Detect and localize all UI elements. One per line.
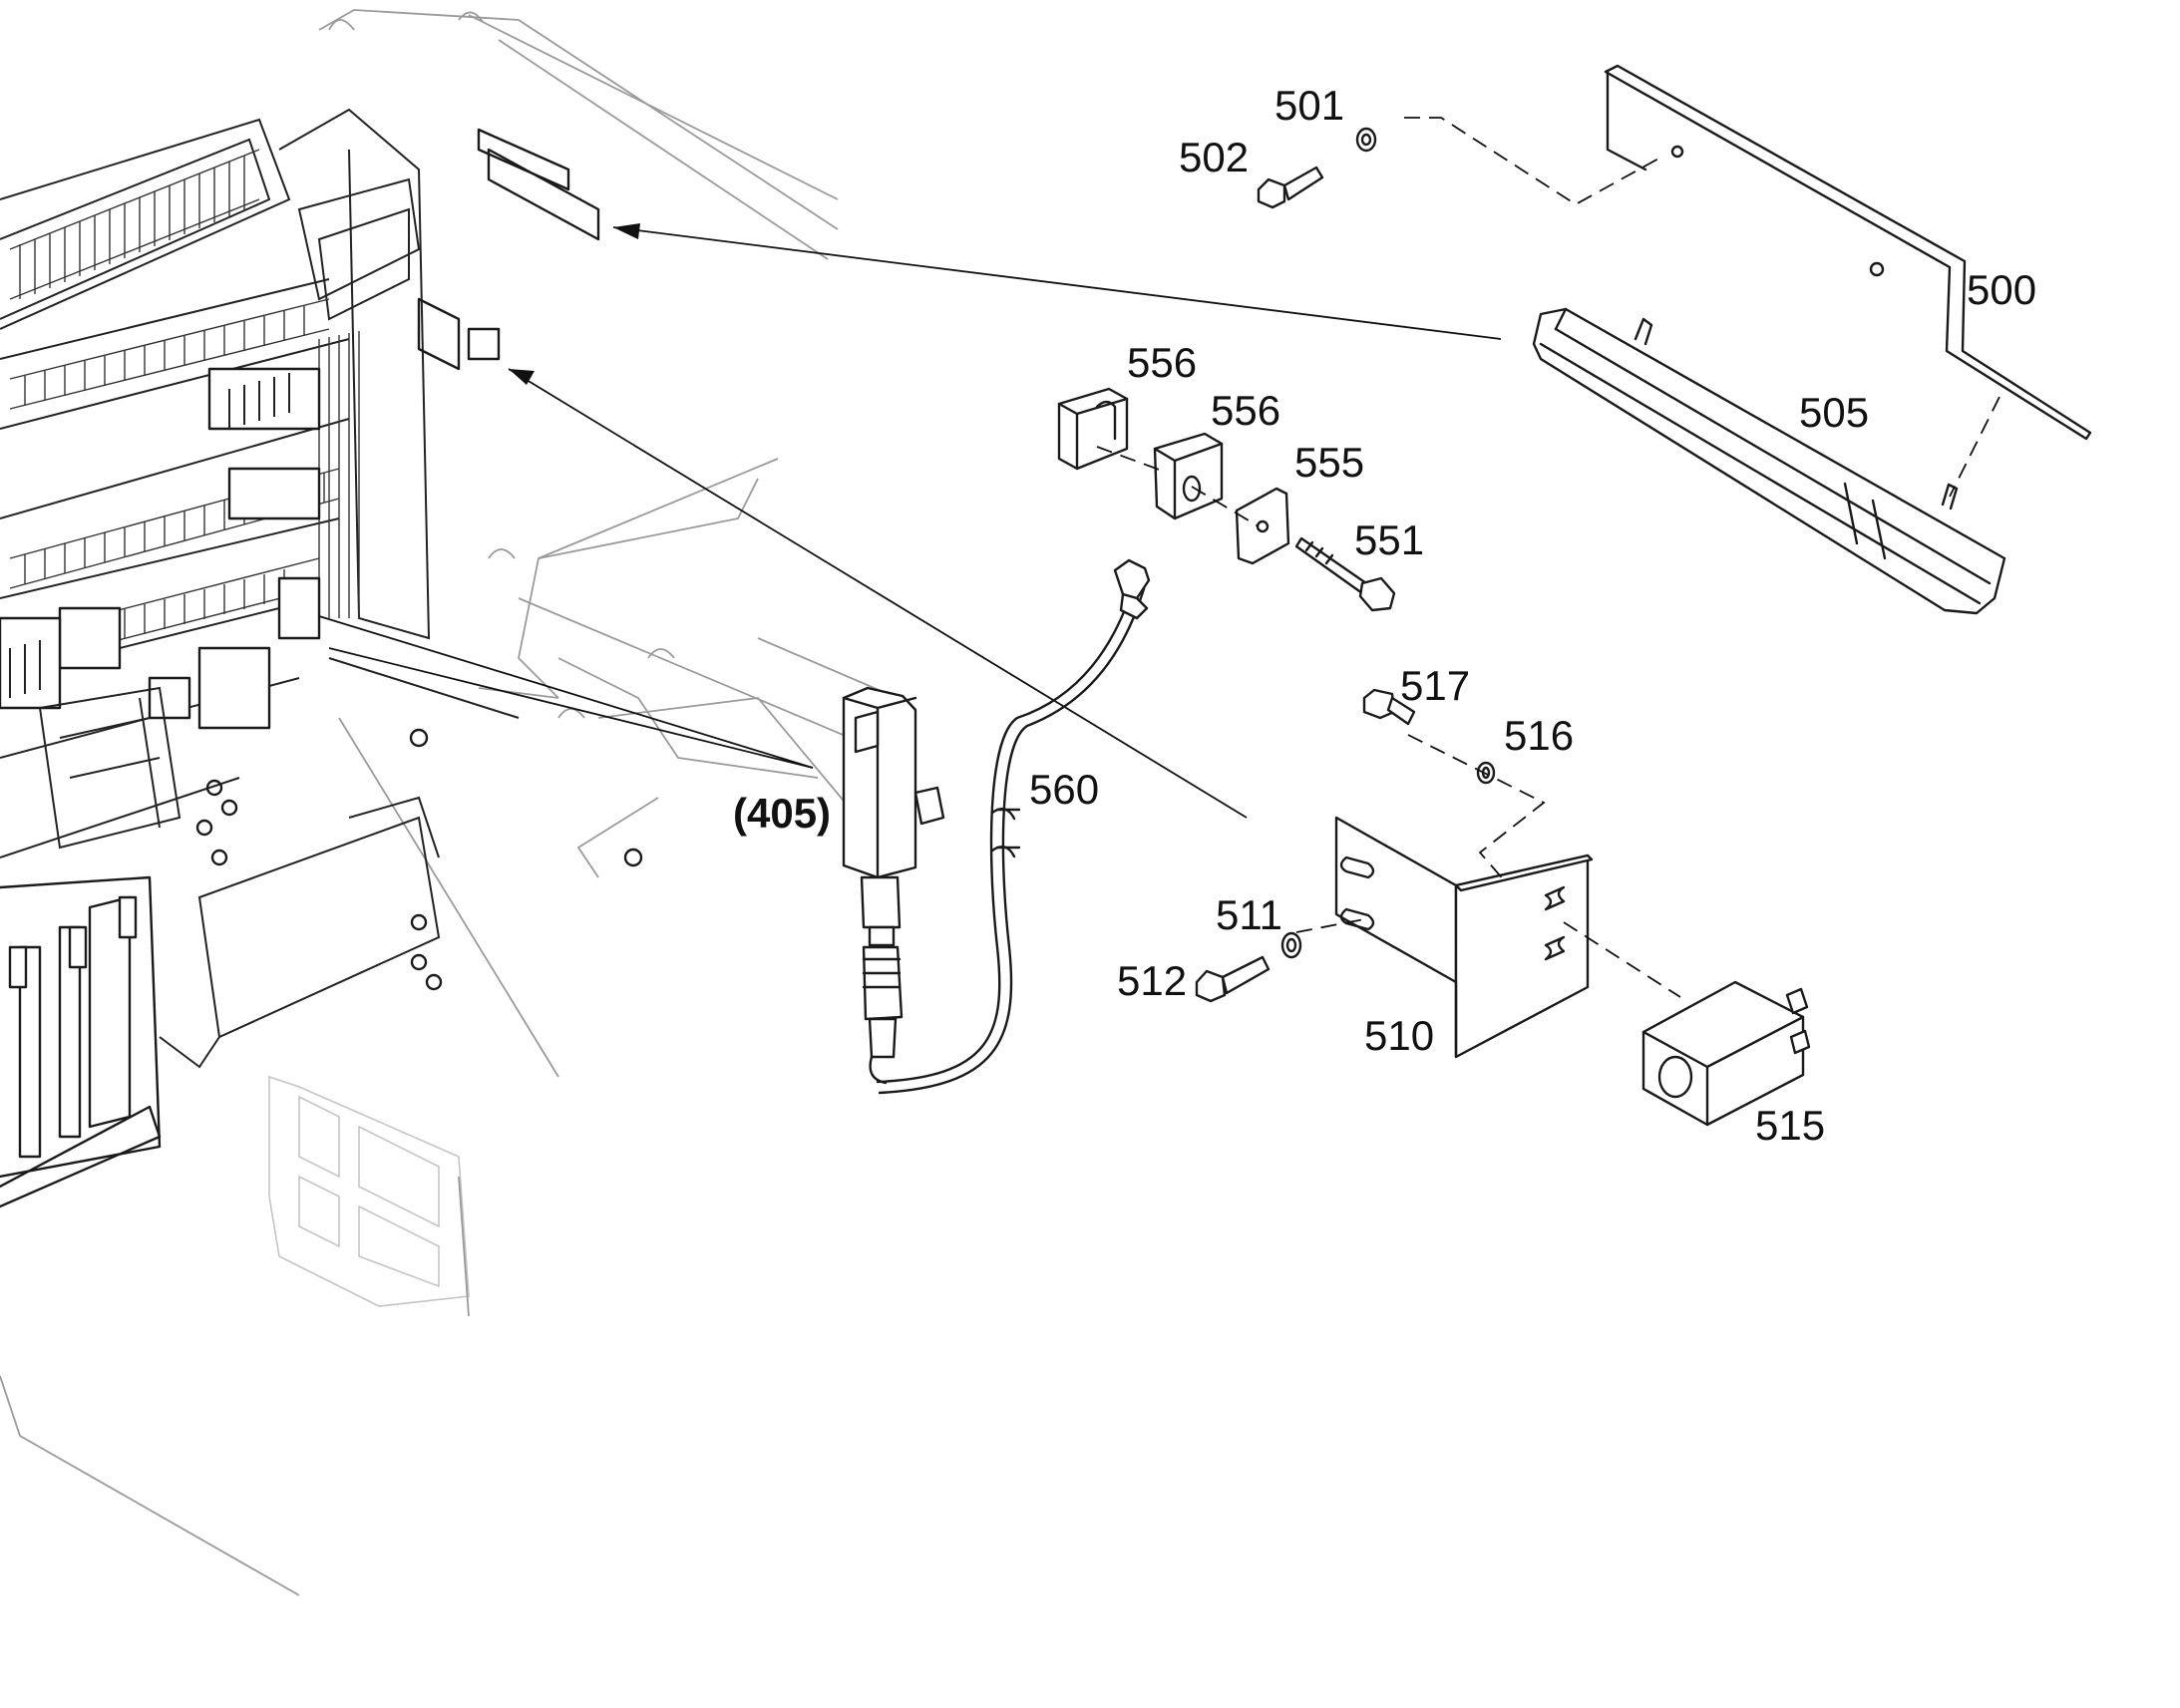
terminal-blocks	[0, 367, 321, 730]
callout-556-lower: 556	[1211, 387, 1280, 434]
callout-505: 505	[1799, 389, 1869, 436]
part-502-screw	[1257, 166, 1324, 209]
callout-501: 501	[1274, 82, 1344, 129]
callout-560: 560	[1029, 766, 1099, 813]
control-cabinet-assembly	[0, 9, 899, 1596]
part-517-screw	[1362, 688, 1416, 726]
part-516-washer	[1476, 761, 1496, 785]
callout-405: (405)	[733, 790, 831, 837]
part-551-bolt	[1294, 536, 1396, 612]
part-511-washer	[1280, 931, 1302, 959]
part-560-cable	[876, 558, 1151, 1095]
cable-duct-hatching	[9, 149, 360, 669]
part-500-mounting-plate	[1604, 64, 2092, 441]
transformer	[0, 875, 162, 1208]
callout-labels: 500 501 502 505 510 511 512 515 516 517 …	[733, 82, 2036, 1149]
part-556-clamp-block-a	[1057, 387, 1129, 471]
callout-500: 500	[1967, 266, 2036, 313]
part-512-screw	[1195, 955, 1271, 1003]
callout-516: 516	[1504, 712, 1574, 759]
leader-lines	[318, 223, 1502, 819]
part-556-clamp-block-b	[1153, 432, 1224, 520]
part-515-switch	[1641, 980, 1811, 1127]
part-555-plate	[1235, 487, 1290, 565]
clamps	[195, 728, 643, 991]
callout-511: 511	[1216, 891, 1282, 938]
callout-510: 510	[1364, 1012, 1434, 1059]
callout-556-upper: 556	[1127, 339, 1197, 386]
part-501-washer	[1355, 127, 1377, 153]
callout-555: 555	[1294, 439, 1364, 486]
callout-517: 517	[1400, 662, 1470, 709]
part-505-housing	[1532, 307, 2006, 615]
part-510-bracket	[1334, 816, 1594, 1059]
callout-512: 512	[1117, 957, 1187, 1004]
sensor-405	[842, 686, 945, 1085]
callout-502: 502	[1179, 134, 1249, 180]
callout-515: 515	[1755, 1102, 1825, 1149]
callout-551: 551	[1354, 516, 1424, 563]
